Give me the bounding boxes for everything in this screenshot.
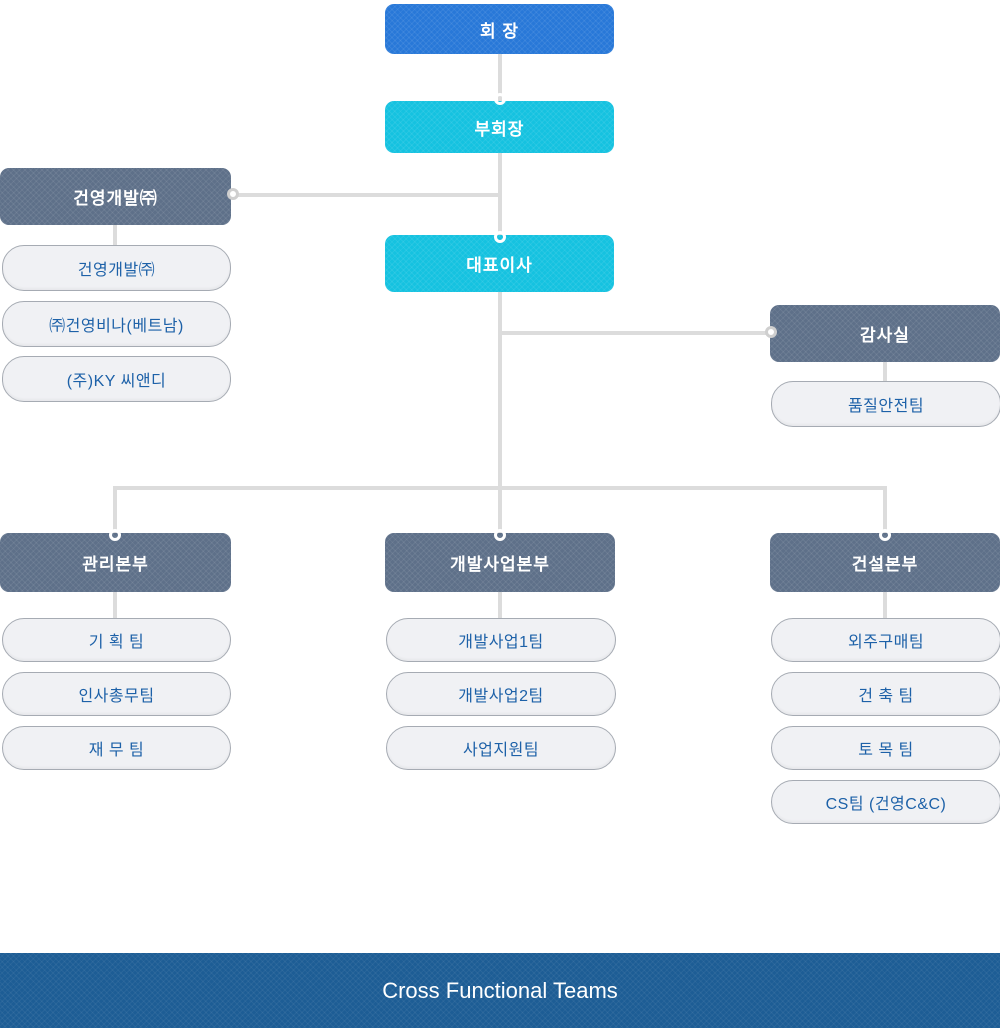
cross-functional-teams-banner: Cross Functional Teams [0, 953, 1000, 1028]
junction-dot [765, 326, 777, 338]
connector-line [498, 54, 502, 102]
affiliate-pill: 건영개발㈜ [2, 245, 231, 291]
node-audit-office: 감사실 [770, 305, 1000, 362]
node-vice-chairman: 부회장 [385, 101, 614, 153]
team-pill: 외주구매팀 [771, 618, 1000, 662]
connector-line [883, 591, 887, 619]
junction-dot [494, 93, 506, 105]
connector-line [883, 486, 887, 535]
team-pill: 품질안전팀 [771, 381, 1000, 427]
team-pill: 인사총무팀 [2, 672, 231, 716]
node-division-construction: 건설본부 [770, 533, 1000, 592]
junction-dot [227, 188, 239, 200]
connector-line [500, 331, 770, 335]
team-pill: 토 목 팀 [771, 726, 1000, 770]
node-kunyoung-development: 건영개발㈜ [0, 168, 231, 225]
connector-line [231, 193, 500, 197]
connector-line [113, 224, 117, 246]
junction-dot [494, 529, 506, 541]
team-pill: 기 획 팀 [2, 618, 231, 662]
connector-line [883, 361, 887, 384]
connector-line [498, 591, 502, 619]
junction-dot [109, 529, 121, 541]
connector-line [498, 291, 502, 535]
junction-dot [494, 231, 506, 243]
team-pill: 개발사업2팀 [386, 672, 616, 716]
connector-line [113, 591, 117, 619]
team-pill: 재 무 팀 [2, 726, 231, 770]
connector-line [113, 486, 887, 490]
team-pill: 건 축 팀 [771, 672, 1000, 716]
team-pill: CS팀 (건영C&C) [771, 780, 1000, 824]
affiliate-pill: ㈜건영비나(베트남) [2, 301, 231, 347]
connector-line [113, 486, 117, 535]
team-pill: 사업지원팀 [386, 726, 616, 770]
node-ceo: 대표이사 [385, 235, 614, 292]
node-division-management: 관리본부 [0, 533, 231, 592]
node-division-development: 개발사업본부 [385, 533, 615, 592]
affiliate-pill: (주)KY 씨앤디 [2, 356, 231, 402]
junction-dot [879, 529, 891, 541]
node-chairman: 회 장 [385, 4, 614, 54]
connector-line [498, 152, 502, 236]
team-pill: 개발사업1팀 [386, 618, 616, 662]
